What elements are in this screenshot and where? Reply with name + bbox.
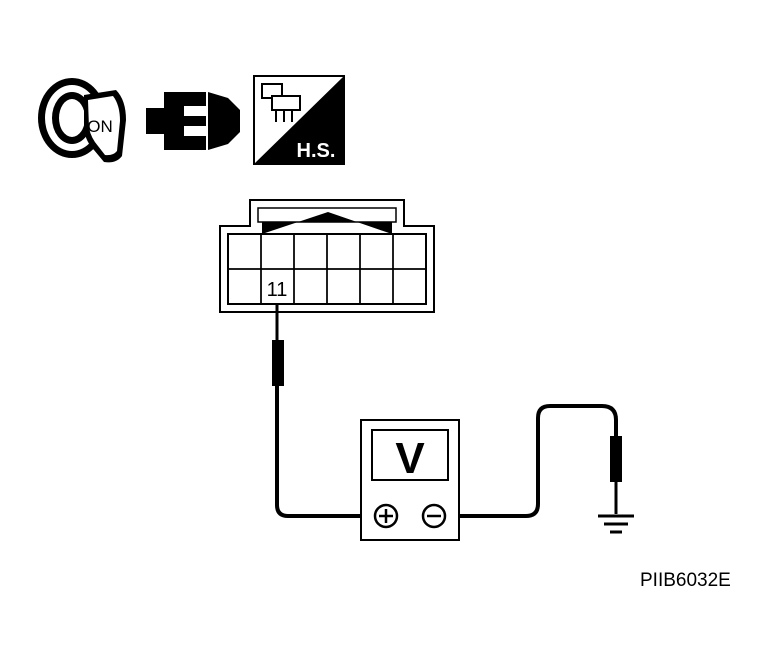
ignition-key-icon: ON (38, 78, 126, 163)
connector-cavity (392, 268, 427, 305)
positive-terminal (373, 503, 399, 529)
figure-reference-code: PIIB6032E (640, 570, 731, 591)
positive-probe-lead (272, 304, 372, 518)
negative-terminal (421, 503, 447, 529)
ignition-on-label: ON (87, 117, 113, 136)
voltmeter: V (360, 419, 460, 541)
harness-side-label: H.S. (297, 140, 336, 162)
connector-cavities (227, 233, 427, 305)
meter-display: V (395, 434, 425, 483)
connector-face: 11 (219, 199, 435, 313)
harness-side-icon: H.S. (253, 75, 345, 165)
ground-symbol-icon (598, 514, 634, 534)
disconnected-connector-icon (146, 92, 240, 150)
terminal-label: 11 (267, 279, 288, 301)
negative-probe-lead (448, 404, 622, 518)
